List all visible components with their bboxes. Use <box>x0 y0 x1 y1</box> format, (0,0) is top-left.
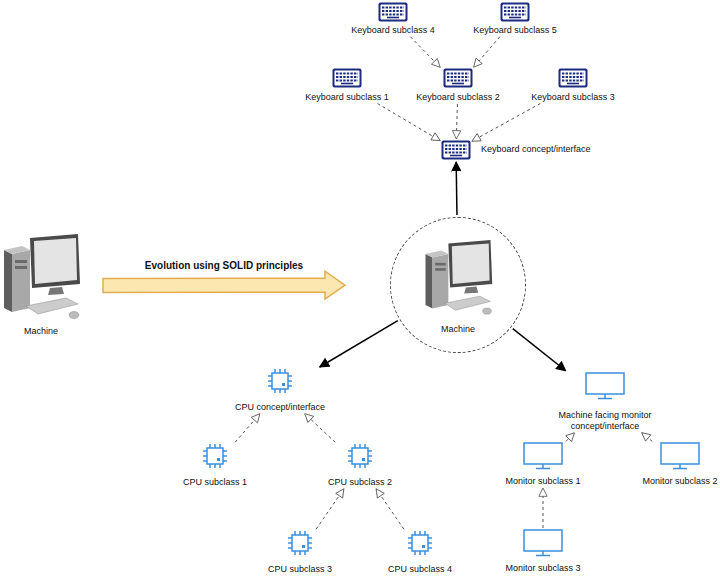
monitor-subclass: Monitor subclass 2 <box>642 442 717 487</box>
icon-slot <box>347 443 373 469</box>
keyboard-subclass: Keyboard subclass 3 <box>531 68 615 103</box>
node-label: Keyboard subclass 2 <box>416 92 500 103</box>
monitor-icon <box>661 443 699 469</box>
cpu-subclass: CPU subclass 3 <box>268 530 332 575</box>
icon-slot <box>523 529 563 557</box>
icon-slot <box>332 68 362 88</box>
icon-slot <box>378 2 408 22</box>
node-label: Keyboard concept/interface <box>481 144 591 155</box>
node-label: Monitor subclass 2 <box>642 476 717 487</box>
cpu-icon <box>268 369 292 393</box>
inheritance-arrow <box>456 104 457 139</box>
inheritance-arrow <box>235 414 260 442</box>
keyboard-icon <box>444 69 473 88</box>
node-label: Machine <box>24 326 58 337</box>
machine-circle: Machine <box>390 217 526 353</box>
keyboard-icon <box>333 69 362 88</box>
inheritance-arrow <box>472 103 541 141</box>
inheritance-arrow <box>566 433 575 442</box>
inheritance-arrow <box>474 37 500 67</box>
node-label: Monitor subclass 1 <box>505 476 580 487</box>
cpu-icon <box>203 444 227 468</box>
node-label: Keyboard subclass 1 <box>305 92 389 103</box>
keyboard-icon <box>379 3 408 22</box>
monitor-subclass: Monitor subclass 3 <box>505 529 580 574</box>
icon-slot <box>202 443 228 469</box>
node-label: CPU concept/interface <box>235 402 325 413</box>
cpu-subclass: CPU subclass 1 <box>183 443 247 488</box>
dependency-arrow <box>513 329 566 371</box>
inheritance-arrow <box>542 488 543 528</box>
computer-illustration <box>4 234 80 319</box>
node-label: CPU subclass 1 <box>183 477 247 488</box>
inheritance-arrow <box>410 37 440 68</box>
node-label: Machine <box>391 324 525 335</box>
icon-slot <box>0 234 82 324</box>
icon-slot <box>558 68 588 88</box>
inheritance-arrow <box>377 104 440 141</box>
cpu-interface: CPU concept/interface <box>235 368 325 413</box>
icon-slot <box>443 68 473 88</box>
machine-node: Machine <box>0 234 82 337</box>
cpu-icon <box>408 531 432 555</box>
icon-slot <box>287 530 313 556</box>
keyboard-interface: Keyboard concept/interface <box>441 140 471 160</box>
icon-slot <box>267 368 293 394</box>
icon-slot <box>500 2 530 22</box>
monitor-interface: Machine facing monitor concept/interface <box>550 372 660 432</box>
node-label: Keyboard subclass 4 <box>351 25 435 36</box>
dependency-arrow <box>320 321 398 367</box>
edge-label: Evolution using SOLID principles <box>145 260 303 271</box>
keyboard-subclass: Keyboard subclass 5 <box>473 2 557 36</box>
monitor-icon <box>524 530 562 556</box>
cpu-icon <box>288 531 312 555</box>
cpu-subclass: CPU subclass 4 <box>388 530 452 575</box>
node-label: Keyboard subclass 5 <box>473 25 557 36</box>
computer-illustration <box>426 240 493 314</box>
cpu-icon <box>348 444 372 468</box>
icon-slot <box>441 140 471 160</box>
keyboard-icon <box>442 141 471 160</box>
monitor-icon <box>586 373 624 399</box>
cpu-subclass: CPU subclass 2 <box>328 443 392 488</box>
keyboard-subclass: Keyboard subclass 1 <box>305 68 389 103</box>
keyboard-subclass: Keyboard subclass 4 <box>351 2 435 36</box>
node-label: Monitor subclass 3 <box>505 563 580 574</box>
inheritance-arrow <box>642 433 652 442</box>
keyboard-icon <box>501 3 530 22</box>
inheritance-arrow <box>305 414 336 443</box>
node-label: CPU subclass 2 <box>328 477 392 488</box>
node-label: CPU subclass 3 <box>268 564 332 575</box>
node-label: Machine facing monitor concept/interface <box>550 410 660 432</box>
keyboard-icon <box>559 69 588 88</box>
node-label: Keyboard subclass 3 <box>531 92 615 103</box>
dependency-arrow <box>455 162 457 215</box>
inheritance-arrow <box>316 489 344 529</box>
icon-slot <box>407 530 433 556</box>
monitor-subclass: Monitor subclass 1 <box>505 442 580 487</box>
icon-slot <box>660 442 700 470</box>
inheritance-arrow <box>376 489 404 529</box>
icon-slot <box>523 442 563 470</box>
icon-slot <box>585 372 625 400</box>
monitor-icon <box>524 443 562 469</box>
keyboard-subclass: Keyboard subclass 2 <box>416 68 500 103</box>
evolution-arrow <box>103 271 345 299</box>
node-label: CPU subclass 4 <box>388 564 452 575</box>
